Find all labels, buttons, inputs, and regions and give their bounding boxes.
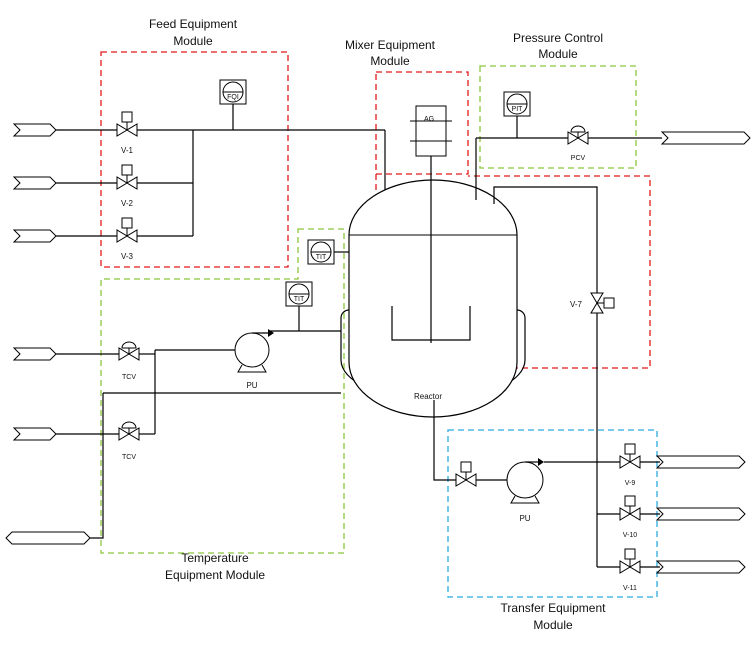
pressure-module-title-line1: Pressure Control	[513, 31, 603, 45]
valve-transfer-inlet[interactable]	[455, 461, 477, 487]
pit-tag: PIT	[512, 106, 524, 113]
fqi-tag: FQI	[227, 94, 239, 101]
tit-reactor-instrument[interactable]	[307, 239, 335, 265]
transfer-outlet-arrow-2	[656, 507, 746, 521]
transfer-outlet-arrow-3	[656, 560, 746, 574]
valve-v9[interactable]	[619, 443, 641, 469]
valve-v1-label: V-1	[121, 146, 134, 155]
mixer-module-title-line2: Module	[370, 54, 410, 68]
v7-actuator	[603, 297, 615, 309]
valve-pcv-label: PCV	[571, 155, 586, 162]
valve-tcv-2[interactable]	[118, 421, 140, 441]
transfer-outlet-arrow-1	[656, 455, 746, 469]
fqi-instrument[interactable]	[219, 79, 247, 105]
coolant-inlet-arrow-2	[13, 427, 57, 441]
mixer-module-boundary-lower	[375, 174, 651, 369]
valve-v2-label: V-2	[121, 199, 134, 208]
mixer-module-title-line1: Mixer Equipment	[345, 38, 436, 52]
feed-inlet-arrow-2	[13, 176, 57, 190]
valve-v1[interactable]	[116, 111, 138, 137]
valve-v11[interactable]	[619, 548, 641, 574]
coolant-inlet-arrow-1	[13, 347, 57, 361]
temperature-module-title-line2: Equipment Module	[165, 568, 265, 582]
agitator-tag: AG	[424, 116, 434, 123]
valve-v3-label: V-3	[121, 252, 134, 261]
tit-reactor-tag: TIT	[316, 254, 327, 261]
pump-transfer-label: PU	[519, 514, 530, 523]
tit-line-instrument[interactable]	[285, 281, 313, 307]
feed-module-title-line1: Feed Equipment	[149, 17, 238, 31]
pressure-module-boundary	[479, 65, 637, 169]
temperature-module-boundary	[100, 228, 345, 554]
feed-inlet-arrow-1	[13, 123, 57, 137]
valve-v3[interactable]	[116, 217, 138, 243]
tit-line-tag: TIT	[294, 296, 305, 303]
pump-temperature-label: PU	[246, 381, 257, 390]
pump-transfer[interactable]	[506, 458, 544, 504]
reactor-bottom-outlet	[433, 400, 456, 481]
pit-instrument[interactable]	[503, 91, 531, 117]
valve-v9-label: V-9	[625, 480, 636, 487]
valve-tcv-2-label: TCV	[122, 454, 136, 461]
valve-pcv[interactable]	[567, 125, 589, 145]
valve-v10[interactable]	[619, 495, 641, 521]
valve-v7-label: V-7	[570, 300, 583, 309]
coolant-outlet-arrow	[5, 531, 91, 545]
valve-v2[interactable]	[116, 164, 138, 190]
valve-v10-label: V-10	[623, 532, 638, 539]
feed-module-title-line2: Module	[173, 34, 213, 48]
return-to-outlet	[90, 393, 104, 539]
mixer-module-boundary	[375, 71, 469, 175]
feed-inlet-arrow-3	[13, 229, 57, 243]
temperature-module-title-line1: Temperature	[181, 551, 249, 565]
valve-v11-label: V-11	[623, 585, 637, 592]
transfer-module-title-line2: Module	[533, 618, 573, 632]
feed-module-boundary	[100, 51, 289, 268]
pump-temperature[interactable]	[234, 329, 274, 373]
reactor-vessel[interactable]	[340, 179, 526, 418]
pressure-outlet-arrow	[661, 131, 751, 145]
transfer-module-title-line1: Transfer Equipment	[501, 601, 607, 615]
valve-tcv-1-label: TCV	[122, 374, 136, 381]
agitator[interactable]	[391, 105, 471, 343]
reactor-label: Reactor	[414, 392, 442, 401]
recycle-line	[493, 186, 598, 567]
valve-tcv-1[interactable]	[118, 341, 140, 361]
pressure-module-title-line2: Module	[538, 47, 578, 61]
